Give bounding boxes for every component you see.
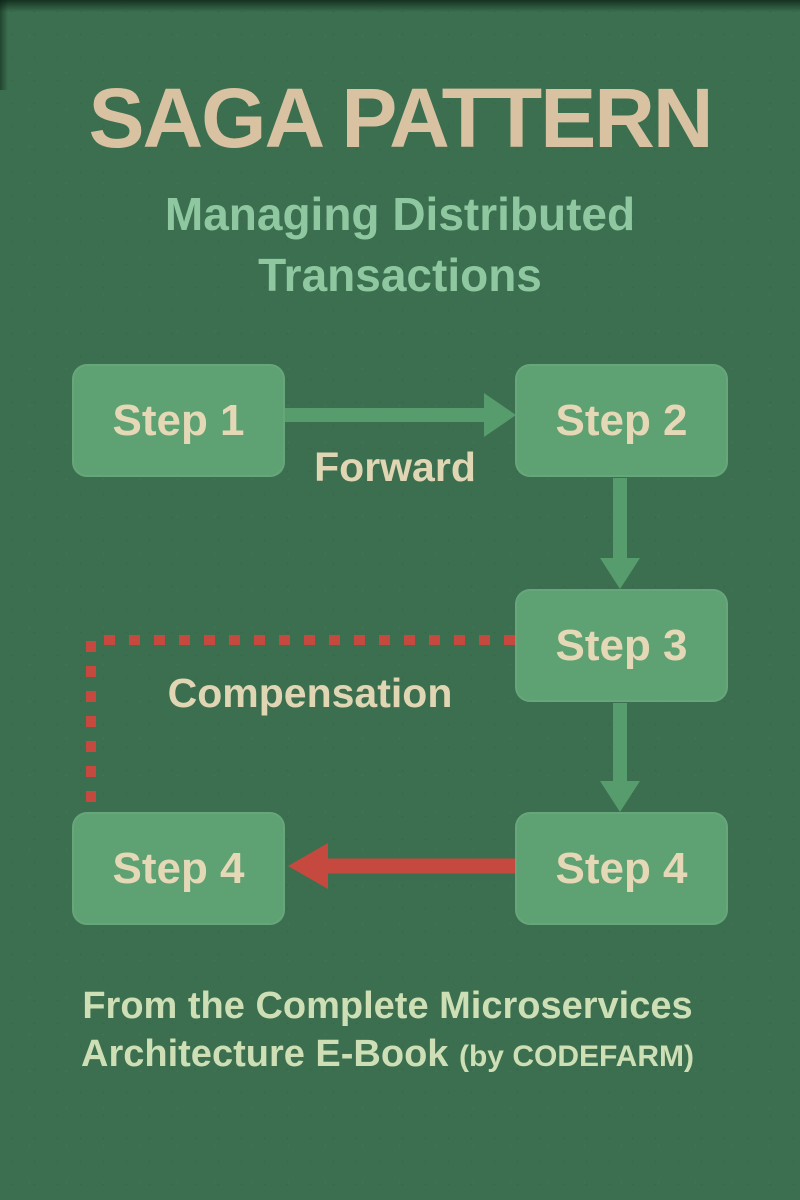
- compensation-dashed-path: [86, 635, 515, 808]
- node-step-1-label: Step 1: [112, 395, 245, 445]
- node-step-4-source: Step 4: [515, 812, 728, 925]
- compensation-edge-label: Compensation: [167, 670, 453, 716]
- subtitle-line-2: Transactions: [258, 248, 542, 301]
- footer-line-1: From the Complete Microservices: [82, 985, 693, 1027]
- node-step-1: Step 1: [72, 364, 285, 477]
- node-step-2: Step 2: [515, 364, 728, 477]
- poster-subtitle: Managing Distributed Transactions: [0, 184, 800, 305]
- poster-title: SAGA PATTERN: [88, 71, 713, 165]
- node-step-2-label: Step 2: [555, 395, 688, 445]
- down-arrow-step3-step4-icon: [600, 703, 640, 812]
- node-step-3: Step 3: [515, 589, 728, 702]
- footer-attribution: From the Complete Microservices Architec…: [0, 983, 775, 1078]
- footer-line-2: Architecture E-Book (by CODEFARM): [0, 1031, 775, 1079]
- compensation-arrow-icon: [288, 843, 515, 889]
- footer-ebook-title: Architecture E-Book: [81, 1032, 449, 1075]
- node-step-4-compensated: Step 4: [72, 812, 285, 925]
- forward-edge-label: Forward: [314, 444, 476, 490]
- subtitle-line-1: Managing Distributed: [164, 188, 636, 240]
- forward-arrow-icon: [283, 393, 516, 437]
- node-step-4-compensated-label: Step 4: [112, 843, 245, 893]
- node-step-4-source-label: Step 4: [555, 843, 688, 893]
- node-step-3-label: Step 3: [555, 620, 688, 670]
- left-edge-shadow: [0, 0, 8, 90]
- footer-author-note: (by CODEFARM): [458, 1039, 694, 1073]
- top-edge-shadow: [0, 0, 800, 12]
- down-arrow-step2-step3-icon: [600, 478, 640, 589]
